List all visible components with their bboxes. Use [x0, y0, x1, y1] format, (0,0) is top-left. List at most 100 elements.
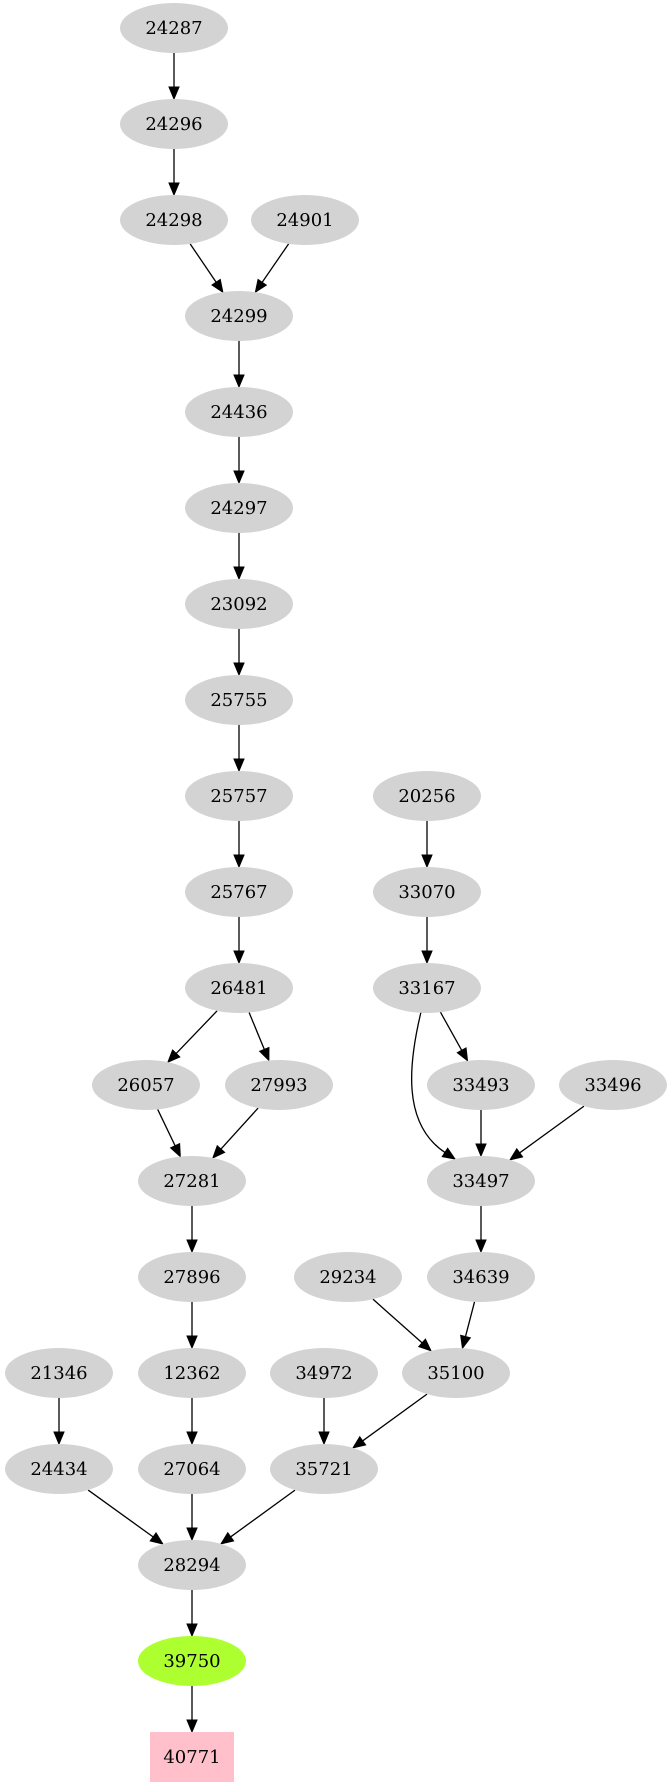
- node-26481[interactable]: 26481: [185, 963, 293, 1013]
- edge-line: [157, 1109, 177, 1147]
- arrowhead-icon: [441, 1147, 457, 1160]
- arrowhead-icon: [219, 1531, 235, 1545]
- arrowhead-icon: [233, 470, 245, 485]
- arrowhead-icon: [233, 950, 245, 965]
- node-27064[interactable]: 27064: [138, 1444, 246, 1494]
- node-label: 33496: [584, 1075, 641, 1096]
- edge-line: [87, 1489, 155, 1539]
- node-label: 27993: [250, 1075, 307, 1096]
- edge-line: [175, 1010, 218, 1055]
- node-23092[interactable]: 23092: [185, 579, 293, 629]
- edge-26481-to-27993: [248, 1012, 270, 1062]
- node-24436[interactable]: 24436: [185, 387, 293, 437]
- node-34639[interactable]: 34639: [427, 1252, 535, 1302]
- node-35100[interactable]: 35100: [402, 1348, 510, 1398]
- node-24434[interactable]: 24434: [5, 1444, 113, 1494]
- arrowhead-icon: [212, 1144, 226, 1159]
- edge-27281-to-27896: [186, 1206, 198, 1254]
- node-label: 24434: [30, 1459, 87, 1480]
- edge-24297-to-23092: [233, 533, 245, 581]
- edge-line: [518, 1105, 585, 1154]
- node-25767[interactable]: 25767: [185, 867, 293, 917]
- node-20256[interactable]: 20256: [373, 771, 481, 821]
- node-ellipse-shape: [138, 1540, 246, 1590]
- node-label: 40771: [163, 1747, 220, 1768]
- node-ellipse-shape: [185, 675, 293, 725]
- node-27896[interactable]: 27896: [138, 1252, 246, 1302]
- node-26057[interactable]: 26057: [92, 1060, 200, 1110]
- edge-35721-to-28294: [219, 1489, 296, 1545]
- arrowhead-icon: [460, 1334, 472, 1350]
- node-33497[interactable]: 33497: [427, 1156, 535, 1206]
- node-ellipse-shape: [373, 963, 481, 1013]
- node-label: 33493: [452, 1075, 509, 1096]
- node-27993[interactable]: 27993: [225, 1060, 333, 1110]
- node-28294[interactable]: 28294: [138, 1540, 246, 1590]
- arrowhead-icon: [351, 1435, 367, 1449]
- node-ellipse-shape: [120, 195, 228, 245]
- node-24287[interactable]: 24287: [120, 3, 228, 53]
- node-ellipse-shape: [185, 867, 293, 917]
- edge-33167-to-33493: [439, 1011, 469, 1062]
- node-40771[interactable]: 40771: [150, 1732, 234, 1782]
- arrowhead-icon: [186, 1719, 198, 1734]
- node-label: 12362: [163, 1363, 220, 1384]
- node-33070[interactable]: 33070: [373, 867, 481, 917]
- edge-line: [229, 1489, 296, 1538]
- node-24296[interactable]: 24296: [120, 99, 228, 149]
- node-label: 24297: [210, 498, 267, 519]
- edge-20256-to-33070: [421, 821, 433, 869]
- edge-28294-to-39750: [186, 1590, 198, 1638]
- node-label: 28294: [163, 1555, 220, 1576]
- node-29234[interactable]: 29234: [294, 1252, 402, 1302]
- node-ellipse-shape: [270, 1444, 378, 1494]
- node-25757[interactable]: 25757: [185, 771, 293, 821]
- node-33496[interactable]: 33496: [559, 1060, 667, 1110]
- edge-27896-to-12362: [186, 1302, 198, 1350]
- edge-line: [411, 1011, 447, 1154]
- edge-27064-to-28294: [186, 1494, 198, 1542]
- arrowhead-icon: [149, 1531, 164, 1545]
- node-24297[interactable]: 24297: [185, 483, 293, 533]
- node-label: 21346: [30, 1363, 87, 1384]
- node-label: 27896: [163, 1267, 220, 1288]
- arrowhead-icon: [167, 1049, 181, 1064]
- node-ellipse-shape: [92, 1060, 200, 1110]
- node-33167[interactable]: 33167: [373, 963, 481, 1013]
- node-label: 24298: [145, 210, 202, 231]
- node-34972[interactable]: 34972: [270, 1348, 378, 1398]
- node-ellipse-shape: [185, 483, 293, 533]
- edge-24901-to-24299: [254, 243, 290, 294]
- node-27281[interactable]: 27281: [138, 1156, 246, 1206]
- node-label: 33497: [452, 1171, 509, 1192]
- arrowhead-icon: [186, 1335, 198, 1350]
- edge-33493-to-33497: [475, 1110, 487, 1158]
- node-label: 34639: [452, 1267, 509, 1288]
- node-ellipse-shape: [185, 963, 293, 1013]
- node-ellipse-shape: [138, 1444, 246, 1494]
- node-21346[interactable]: 21346: [5, 1348, 113, 1398]
- edge-21346-to-24434: [53, 1398, 65, 1446]
- node-label: 26481: [210, 978, 267, 999]
- node-ellipse-shape: [427, 1252, 535, 1302]
- arrowhead-icon: [421, 950, 433, 965]
- node-12362[interactable]: 12362: [138, 1348, 246, 1398]
- edge-35100-to-35721: [351, 1393, 428, 1449]
- arrowhead-icon: [233, 566, 245, 581]
- node-24299[interactable]: 24299: [185, 291, 293, 341]
- node-35721[interactable]: 35721: [270, 1444, 378, 1494]
- node-25755[interactable]: 25755: [185, 675, 293, 725]
- arrowhead-icon: [318, 1431, 330, 1446]
- node-24298[interactable]: 24298: [120, 195, 228, 245]
- node-39750[interactable]: 39750: [138, 1636, 246, 1686]
- edge-24296-to-24298: [168, 149, 180, 197]
- node-label: 29234: [319, 1267, 376, 1288]
- edge-27993-to-27281: [212, 1107, 259, 1159]
- node-33493[interactable]: 33493: [427, 1060, 535, 1110]
- node-ellipse-shape: [5, 1444, 113, 1494]
- node-24901[interactable]: 24901: [251, 195, 359, 245]
- node-label: 33167: [398, 978, 455, 999]
- edge-12362-to-27064: [186, 1398, 198, 1446]
- edge-24299-to-24436: [233, 341, 245, 389]
